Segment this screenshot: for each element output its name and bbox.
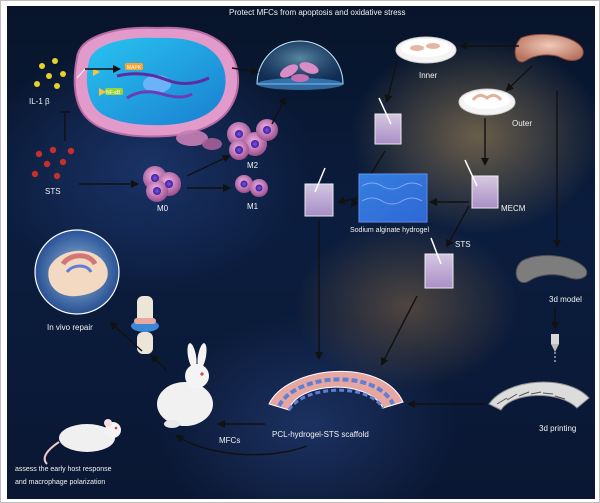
cell-membrane-illustration: MAPK NF-κB [73,26,240,138]
m0-label: M0 [157,204,169,213]
arrow-cell-to-dome [231,67,259,76]
knee-joint [131,296,159,354]
sodium-alginate-hydrogel [358,173,428,223]
mapk-badge [125,63,143,70]
arrow-il1b-to-cell [76,68,86,79]
rabbit-model [157,343,213,428]
printed-scaffold-3d [488,381,590,411]
scaffold-label: PCL-hydrogel-STS scaffold [272,430,369,439]
arrow-hydrogel-to-mix [337,196,358,205]
pathway-strand [126,90,193,100]
protective-dome [256,40,344,90]
3d-printing-label: 3d printing [539,424,576,433]
in-vivo-label: In vivo repair [47,323,93,332]
nfkb-label: NF-κB [106,90,121,96]
title: Protect MFCs from apoptosis and oxidativ… [229,8,406,17]
rat-model [43,419,121,465]
mapk-label: MAPK [127,65,142,71]
arrow-knee-to-globe [109,321,143,352]
mix-beaker [304,167,334,217]
m2-label: M2 [247,161,259,170]
meniscus-3d-model [515,255,588,284]
diagram-canvas: Protect MFCs from apoptosis and oxidativ… [7,6,595,499]
arrow-mecm-to-sts-beaker [446,205,470,248]
sts-left-label: STS [45,187,61,196]
m0-macrophages [143,166,181,202]
3d-model-label: 3d model [549,295,582,304]
outer-label: Outer [512,119,532,128]
sts-beaker [424,237,454,289]
arrow-m2-to-dome [271,96,286,125]
arrow-inner-to-beaker [384,60,398,103]
arrow-meniscus-to-outer [505,65,533,92]
apoptotic-cells [176,130,222,150]
m1-label: M1 [247,202,259,211]
inner-label: Inner [419,71,438,80]
assess-line1: assess the early host response [15,466,112,473]
sts-mid-label: STS [455,240,471,249]
mecm-beaker [464,159,499,209]
receptor-icon [93,68,100,76]
inner-beaker [374,97,402,145]
assess-line2: and macrophage polarization [15,479,105,486]
printer-nozzle-icon [551,334,559,362]
arrow-scaffold-to-rat [175,434,308,456]
m2-macrophages [227,119,278,160]
arrow-sts-beaker-to-scaffold [381,295,418,366]
m1-macrophages [235,175,268,197]
mecm-label: MECM [501,204,526,213]
pcl-hydrogel-sts-scaffold [268,371,404,411]
diagram-svg: Protect MFCs from apoptosis and oxidativ… [15,8,590,486]
il1b-molecules [34,58,66,89]
outer-dish [458,88,516,116]
mfcs-label: MFCs [219,436,240,445]
sodium-alginate-label: Sodium alginate hydrogel [350,227,429,234]
sts-molecules [31,146,75,180]
arrow-rabbit-to-knee [150,354,168,372]
receptor-icon [99,88,106,96]
in-vivo-repair-globe [34,229,120,315]
pathway-strand [116,72,210,85]
meniscus-source [514,33,584,63]
nfkb-badge [105,88,123,95]
inner-dish [395,36,457,64]
il1b-label: IL-1 β [29,97,50,106]
arrow-m0-to-m2 [186,154,231,177]
